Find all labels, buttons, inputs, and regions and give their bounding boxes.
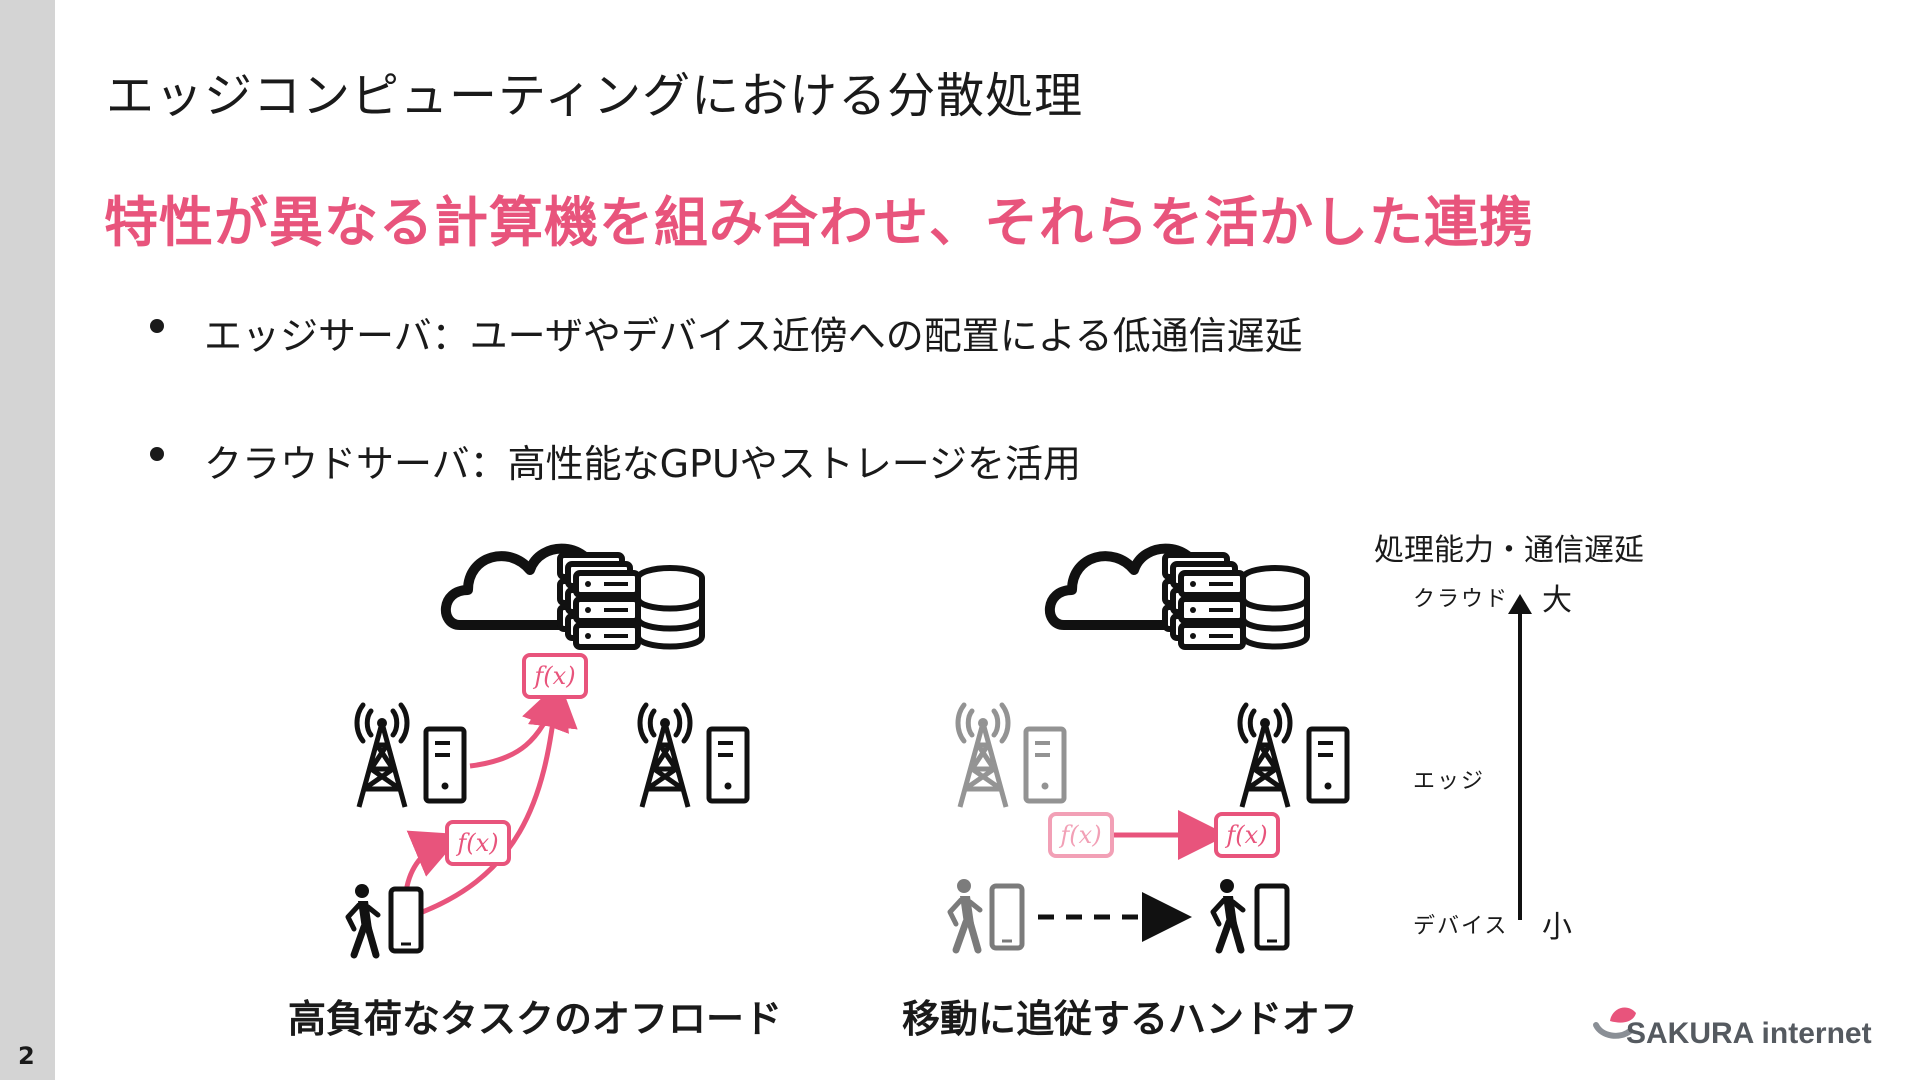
sakura-logo-icon — [1593, 1007, 1636, 1039]
cell-tower-icon — [958, 705, 1008, 807]
logo-text: SAKURA internet — [1626, 1017, 1872, 1050]
company-logo: SAKURA internet — [1588, 995, 1888, 1065]
function-label: f(x) — [1224, 821, 1267, 849]
scale-level-edge: エッジ — [1413, 769, 1486, 794]
walking-person-icon — [950, 879, 980, 950]
function-label: f(x) — [1058, 821, 1101, 849]
scale-level-cloud: クラウド — [1413, 587, 1510, 612]
slide-subtitle: 特性が異なる計算機を組み合わせ、それらを活かした連携 — [104, 191, 1534, 254]
server-rack-icon — [560, 555, 638, 647]
slide-title: エッジコンピューティングにおける分散処理 — [106, 68, 1084, 124]
handoff-caption: 移動に追従するハンドオフ — [901, 997, 1358, 1041]
bullet-icon — [150, 319, 164, 333]
bullet-text: エッジサーバ：ユーザやデバイス近傍への配置による低通信遅延 — [204, 314, 1303, 358]
smartphone-icon — [391, 889, 421, 951]
bullet-item-edge: エッジサーバ：ユーザやデバイス近傍への配置による低通信遅延 — [150, 305, 1303, 433]
scale-level-device: デバイス — [1413, 914, 1509, 939]
walking-person-icon — [348, 884, 378, 955]
bullet-list: エッジサーバ：ユーザやデバイス近傍への配置による低通信遅延 クラウドサーバ：高性… — [150, 305, 1303, 561]
scale-arrowhead — [1508, 594, 1532, 614]
server-icon — [1026, 729, 1064, 801]
database-icon — [1243, 568, 1307, 647]
function-box: f(x) — [1214, 812, 1280, 858]
cell-tower-icon — [640, 705, 690, 807]
scale-title: 処理能力・通信遅延 — [1374, 533, 1644, 568]
server-rack-icon — [1165, 555, 1243, 647]
cell-tower-icon — [1240, 705, 1290, 807]
page-number: 2 — [18, 1042, 35, 1070]
bullet-item-cloud: クラウドサーバ：高性能なGPUやストレージを活用 — [150, 433, 1303, 561]
database-icon — [638, 568, 702, 647]
scale-high-label: 大 — [1542, 583, 1572, 618]
bullet-icon — [150, 447, 164, 461]
scale-low-label: 小 — [1542, 910, 1572, 945]
offload-caption: 高負荷なタスクのオフロード — [287, 997, 782, 1041]
bullet-text: クラウドサーバ：高性能なGPUやストレージを活用 — [204, 442, 1082, 486]
handoff-diagram: f(x) f(x) — [950, 549, 1347, 950]
server-icon — [426, 729, 464, 801]
server-icon — [709, 729, 747, 801]
walking-person-icon — [1213, 879, 1243, 950]
cell-tower-icon — [357, 705, 407, 807]
smartphone-icon — [1257, 886, 1287, 948]
sidebar — [0, 0, 55, 1080]
function-label: f(x) — [532, 662, 575, 690]
server-icon — [1309, 729, 1347, 801]
smartphone-icon — [992, 886, 1022, 948]
function-box: f(x) — [522, 653, 588, 699]
offload-diagram: f(x) f(x) — [348, 549, 747, 955]
function-label: f(x) — [455, 829, 498, 857]
function-box: f(x) — [1048, 812, 1114, 858]
function-box: f(x) — [445, 820, 511, 866]
